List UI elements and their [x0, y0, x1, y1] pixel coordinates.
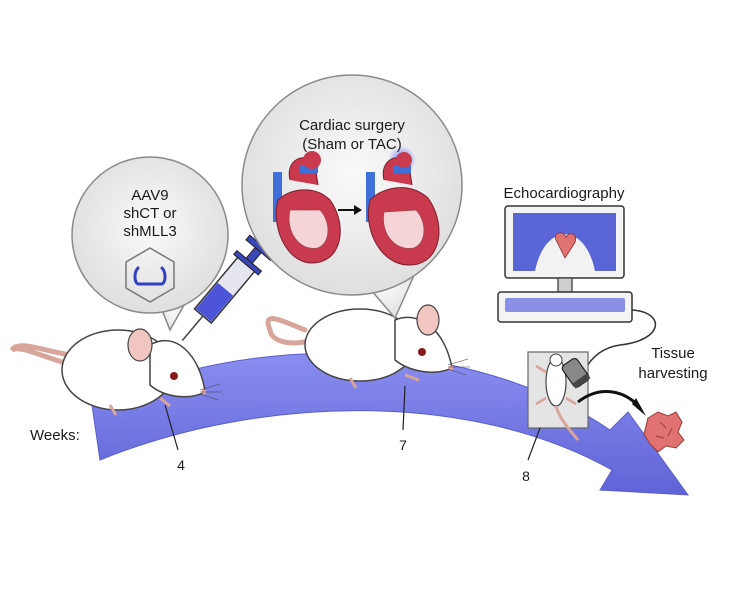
tick-label-week-8: 8 [522, 468, 530, 484]
aav-capsid-icon [125, 247, 175, 303]
mouse-week-7 [265, 304, 470, 389]
injection-line3: shMLL3 [123, 223, 176, 240]
mouse-on-board [527, 351, 591, 441]
ultrasound-heart-icon [554, 232, 576, 259]
injection-bubble: AAV9 shCT or shMLL3 [71, 156, 229, 332]
surgery-bubble: Cardiac surgery (Sham or TAC) [241, 74, 463, 320]
tick-line-8 [527, 427, 541, 461]
probe-cable [584, 309, 657, 371]
weeks-axis-label: Weeks: [30, 427, 80, 444]
tissue-sample-icon [643, 411, 685, 453]
tick-line-4 [164, 404, 179, 451]
harvest-line1: Tissue [651, 345, 695, 362]
tissue-harvest: Tissue harvesting [577, 345, 708, 453]
mouse-week-4 [9, 328, 222, 416]
timeline-labels: Weeks: 4 7 8 [30, 385, 541, 484]
heart-tac-icon [366, 146, 440, 266]
tick-label-week-7: 7 [399, 437, 407, 453]
ultrasound-probe-icon [561, 357, 591, 389]
transition-arrow [338, 205, 362, 215]
injection-line1: AAV9 [131, 187, 168, 204]
surgery-line2: (Sham or TAC) [302, 136, 401, 153]
echo-label: Echocardiography [504, 185, 625, 202]
tick-line-7 [402, 385, 406, 431]
injection-line2: shCT or [123, 205, 176, 222]
heart-sham-icon [273, 151, 341, 264]
tick-label-week-4: 4 [177, 457, 185, 473]
syringe-icon [181, 234, 276, 341]
echocardiography-station: Echocardiography [497, 185, 657, 371]
surgery-line1: Cardiac surgery [299, 117, 405, 134]
timeline-arrow [91, 352, 690, 496]
harvest-line2: harvesting [638, 365, 707, 382]
